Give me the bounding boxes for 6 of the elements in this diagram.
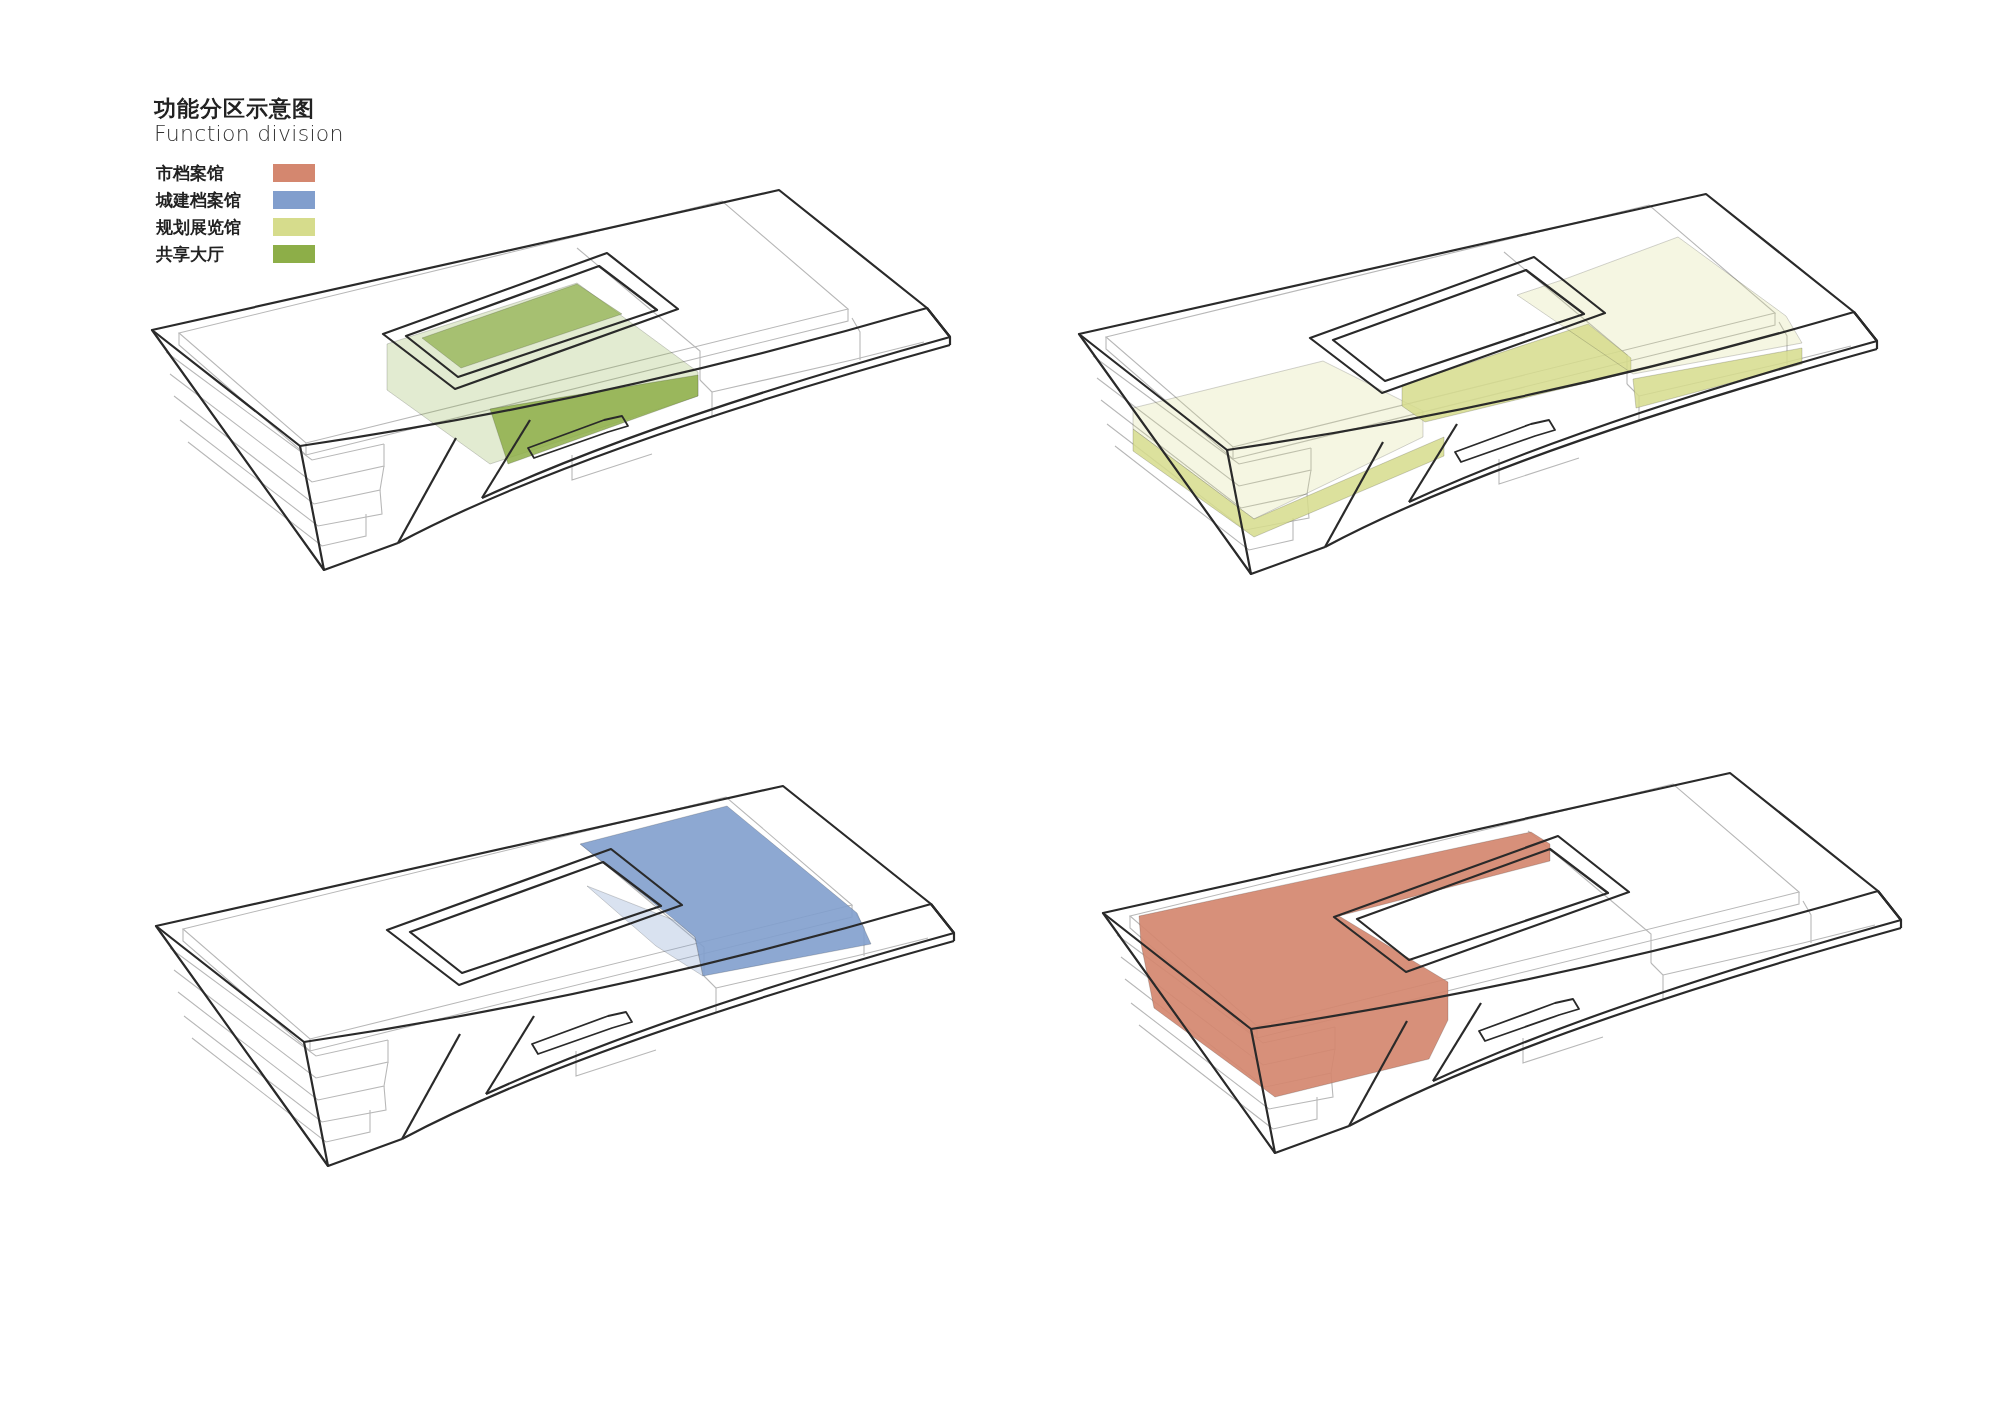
- diagram-title: 功能分区示意图: [154, 94, 315, 123]
- legend-label: 市档案馆: [156, 162, 224, 185]
- legend-label: 共享大厅: [156, 243, 224, 266]
- legend-label: 规划展览馆: [156, 216, 241, 239]
- subtitle: Function division: [154, 121, 344, 146]
- legend-label: 城建档案馆: [156, 189, 241, 212]
